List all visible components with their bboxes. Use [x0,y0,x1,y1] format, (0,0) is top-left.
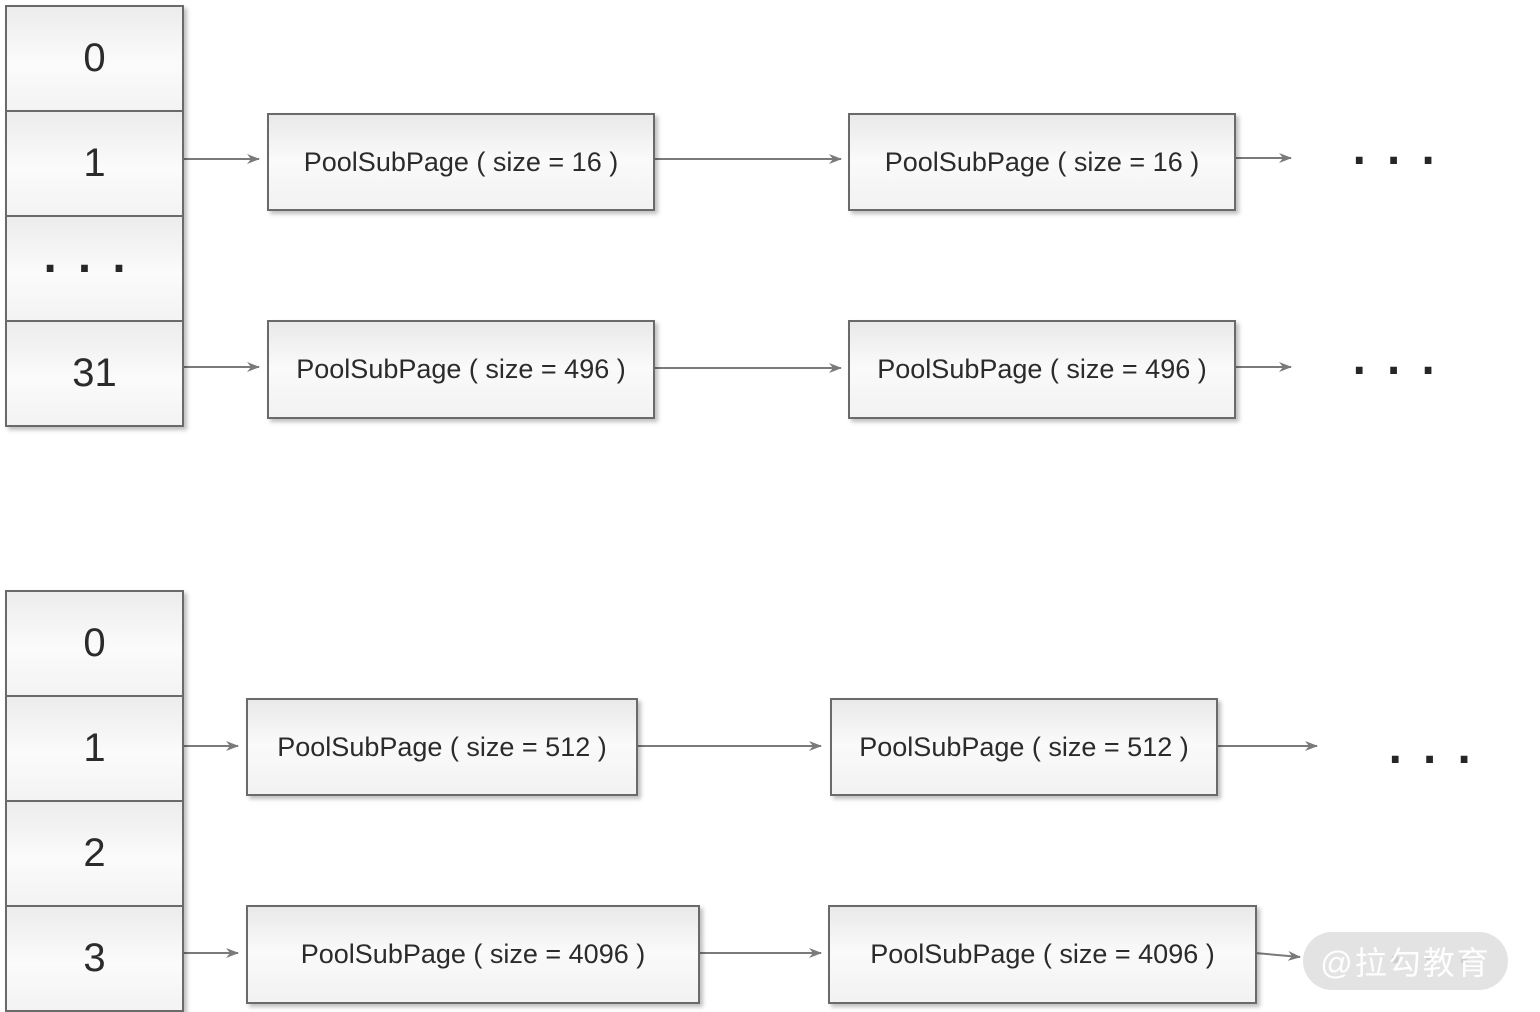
poolsubpage-node: PoolSubPage ( size = 4096 ) [246,905,700,1004]
array-cell: 1 [7,110,182,215]
array-cell-label: 0 [83,36,106,80]
poolsubpage-node-label: PoolSubPage ( size = 512 ) [277,731,607,762]
poolsubpage-node-label: PoolSubPage ( size = 496 ) [296,354,626,384]
array-cell: 1 [7,695,182,800]
small-subpage-array: 0 1 2 3 [5,590,184,1012]
poolsubpage-node: PoolSubPage ( size = 512 ) [830,698,1218,796]
array-cell: 0 [7,7,182,110]
poolsubpage-node: PoolSubPage ( size = 16 ) [848,113,1236,211]
poolsubpage-node-label: PoolSubPage ( size = 16 ) [884,146,1200,177]
poolsubpage-node-label: PoolSubPage ( size = 496 ) [877,354,1207,384]
poolsubpage-node-label: PoolSubPage ( size = 16 ) [303,146,619,177]
poolsubpage-node: PoolSubPage ( size = 4096 ) [828,905,1257,1004]
array-cell: 31 [7,320,182,425]
watermark-badge: @拉勾教育 [1303,932,1508,990]
watermark-label: @拉勾教育 [1320,945,1491,981]
poolsubpage-node-label: PoolSubPage ( size = 4096 ) [870,939,1215,969]
array-cell-label: 31 [72,351,117,395]
tiny-subpage-array: 0 1 ... 31 [5,5,184,427]
poolsubpage-node-label: PoolSubPage ( size = 4096 ) [300,939,646,969]
chain-ellipsis: ... [1352,129,1456,173]
poolsubpage-node-label: PoolSubPage ( size = 512 ) [859,731,1189,762]
poolsubpage-node: PoolSubPage ( size = 496 ) [848,320,1236,419]
chain-ellipsis: ... [1388,728,1492,772]
array-cell: 2 [7,800,182,905]
array-cell: 3 [7,905,182,1010]
array-cell: ... [7,215,182,320]
poolsubpage-node: PoolSubPage ( size = 496 ) [267,320,655,419]
array-cell-label: 0 [83,621,106,665]
array-cell: 0 [7,592,182,695]
array-cell-label: 3 [83,936,106,980]
array-cell-label: 2 [83,831,106,875]
poolsubpage-node: PoolSubPage ( size = 512 ) [246,698,638,796]
array-cell-label: 1 [83,141,106,185]
poolsubpage-node: PoolSubPage ( size = 16 ) [267,113,655,211]
array-cell-ellipsis: ... [42,236,147,281]
chain-ellipsis: ... [1352,339,1456,383]
array-cell-label: 1 [83,726,106,770]
